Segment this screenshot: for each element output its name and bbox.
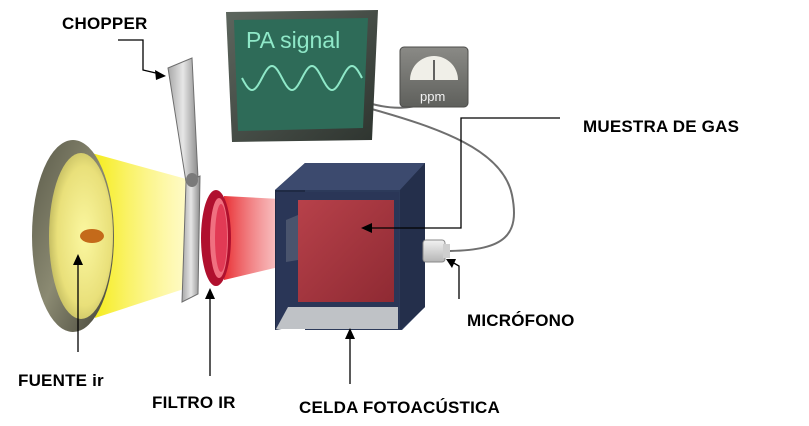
arrow-fuente — [73, 254, 83, 265]
monitor-title: PA signal — [246, 27, 340, 53]
lamp-filament — [80, 229, 104, 243]
label-microfono: MICRÓFONO — [467, 311, 575, 330]
meter-unit: ppm — [420, 89, 445, 104]
ir-source-lamp — [32, 140, 114, 332]
label-muestra-de-gas: MUESTRA DE GAS — [583, 117, 740, 136]
chopper-blade — [167, 57, 201, 303]
label-chopper: CHOPPER — [62, 14, 148, 33]
leader-microfono — [451, 261, 460, 299]
ir-filter — [201, 190, 231, 286]
ppm-meter: ppm — [399, 46, 469, 108]
cable-mic-to-monitor — [367, 107, 515, 252]
arrow-filtro — [205, 288, 215, 299]
microphone — [422, 239, 450, 263]
arrow-microfono — [446, 259, 456, 268]
callout-arrowheads — [73, 70, 456, 339]
label-celda-fotoacustica: CELDA FOTOACÚSTICA — [299, 398, 500, 417]
ir-beam — [88, 152, 190, 318]
label-fuente-ir: FUENTE ir — [18, 371, 104, 390]
arrow-muestra — [361, 223, 372, 233]
callout-lines — [77, 39, 560, 384]
signal-waveform — [241, 64, 363, 92]
leader-muestra — [370, 117, 560, 229]
photoacoustic-cell — [275, 163, 425, 330]
label-filtro-ir: FILTRO IR — [152, 393, 236, 412]
leader-chopper — [118, 39, 161, 75]
pa-signal-monitor: PA signal — [226, 10, 378, 142]
arrow-chopper — [155, 70, 166, 80]
arrow-celda — [345, 328, 355, 339]
